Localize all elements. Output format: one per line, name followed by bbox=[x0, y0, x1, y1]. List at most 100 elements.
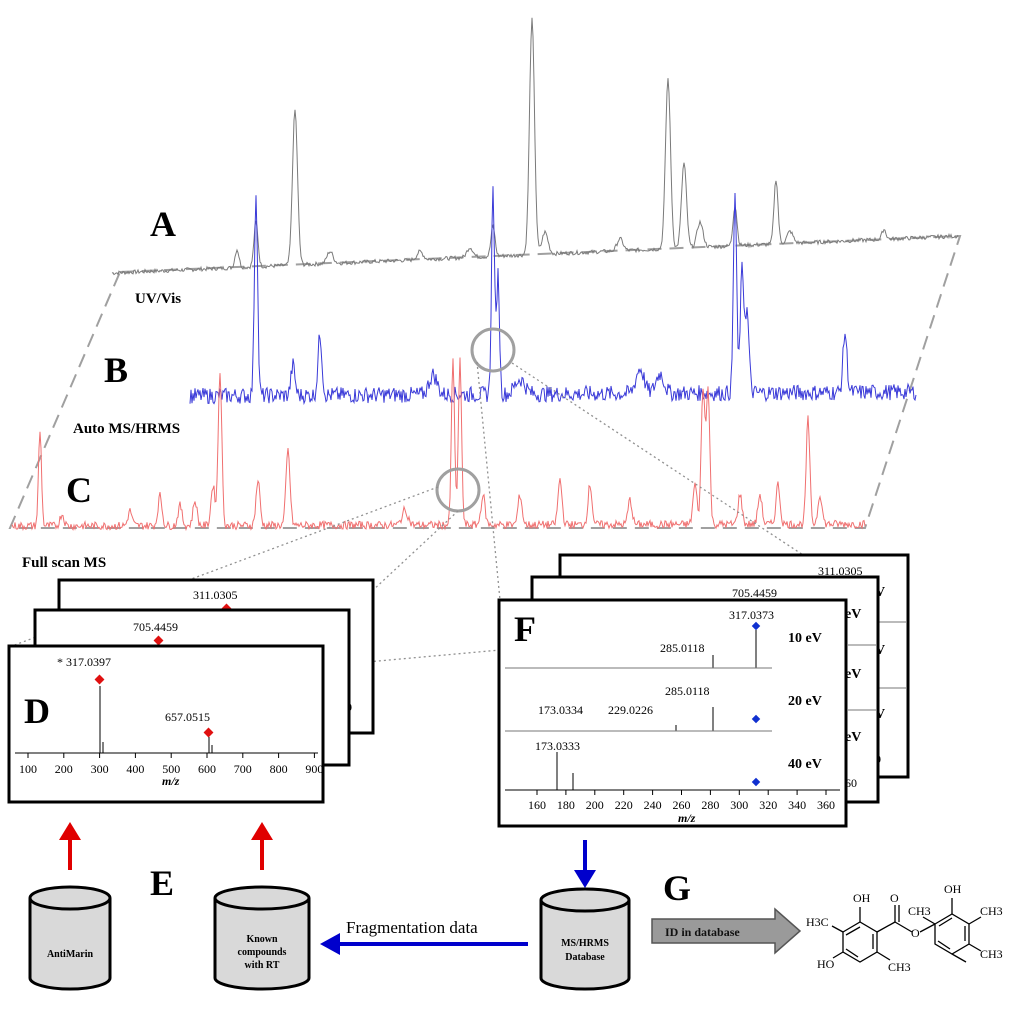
panel-f-stub-2: V bbox=[875, 643, 885, 658]
panel-d-back-marker-2 bbox=[153, 635, 164, 646]
label-a: A bbox=[150, 204, 176, 244]
label-f: F bbox=[514, 609, 536, 649]
known-label-2: compounds bbox=[238, 947, 287, 958]
fragmentation-arrow: Fragmentation data bbox=[320, 918, 528, 955]
panel-d-peak-317: * 317.0397 bbox=[57, 655, 111, 669]
uv-vis-trace bbox=[111, 17, 959, 276]
atom-oh-2: OH bbox=[944, 882, 962, 896]
antimarin-database: AntiMarin bbox=[28, 885, 112, 991]
panel-f-10ev-marker bbox=[751, 621, 761, 631]
atom-h3c: H3C bbox=[806, 915, 829, 929]
panel-f-stub-5: eV bbox=[845, 667, 861, 682]
panel-f-x-axis-label: m/z bbox=[678, 811, 696, 825]
atom-ch3-4: CH3 bbox=[980, 947, 1003, 961]
chromatogram-plane bbox=[8, 234, 962, 529]
panel-f-tick-label: 360 bbox=[817, 798, 835, 812]
molecule-structure bbox=[831, 898, 982, 963]
panel-f-tick-label: 180 bbox=[557, 798, 575, 812]
label-e: E bbox=[150, 863, 174, 903]
panel-d-x-axis-label: m/z bbox=[162, 774, 180, 788]
auto-ms-trace bbox=[189, 186, 917, 406]
panel-f-energy-20: 20 eV bbox=[788, 694, 822, 709]
panel-f-20ev-peak-285: 285.0118 bbox=[665, 684, 710, 698]
id-in-database-arrow: ID in database bbox=[651, 907, 802, 955]
panel-d-tick-label: 700 bbox=[234, 762, 252, 776]
red-arrow-right bbox=[251, 822, 273, 870]
panel-f-energy-40: 40 eV bbox=[788, 757, 822, 772]
molecule-atoms: OH OH H3C O O CH3 CH3 HO CH3 CH3 bbox=[806, 882, 1003, 974]
red-arrow-left bbox=[59, 822, 81, 870]
panel-f-20ev-peak-173: 173.0334 bbox=[538, 703, 583, 717]
id-in-database-label: ID in database bbox=[665, 925, 740, 939]
uv-vis-label: UV/Vis bbox=[135, 291, 181, 307]
full-scan-trace bbox=[11, 357, 866, 532]
known-label-1: Known bbox=[246, 934, 278, 945]
panel-f-tick-label: 240 bbox=[644, 798, 662, 812]
panel-d-front-card bbox=[7, 644, 325, 804]
atom-o-ester: O bbox=[911, 926, 920, 940]
fragmentation-label: Fragmentation data bbox=[346, 918, 478, 937]
panel-f-tick-label: 200 bbox=[586, 798, 604, 812]
panel-f-tick-label: 160 bbox=[528, 798, 546, 812]
panel-f-40ev-marker bbox=[751, 777, 761, 787]
panel-f-tick-label: 340 bbox=[788, 798, 806, 812]
label-g: G bbox=[663, 868, 691, 908]
panel-f-tick-label: 300 bbox=[730, 798, 748, 812]
panel-f-tick-label: 280 bbox=[701, 798, 719, 812]
auto-ms-label: Auto MS/HRMS bbox=[73, 421, 180, 437]
atom-ho: HO bbox=[817, 957, 835, 971]
panel-f-tick-label: 320 bbox=[759, 798, 777, 812]
panel-f-40ev-peak-173: 173.0333 bbox=[535, 739, 580, 753]
mshrms-label-1: MS/HRMS bbox=[561, 938, 609, 949]
label-c: C bbox=[66, 470, 92, 510]
label-d: D bbox=[24, 691, 50, 731]
panel-f-back-peak-1: 311.0305 bbox=[818, 564, 863, 578]
atom-ch3-3: CH3 bbox=[888, 960, 911, 974]
panel-f-10ev-peak-317: 317.0373 bbox=[729, 608, 774, 622]
selection-circle-c bbox=[435, 467, 481, 513]
panel-d-marker-657 bbox=[203, 727, 214, 738]
panel-f-stub-4: eV bbox=[845, 607, 861, 622]
atom-o-carbonyl: O bbox=[890, 891, 899, 905]
panel-d-back-peak-1: 311.0305 bbox=[193, 588, 238, 602]
panel-d-marker-317 bbox=[94, 674, 105, 685]
panel-d: 311.0305 0 705.4459 0 D * 317.0397 657.0… bbox=[7, 578, 375, 804]
panel-f-tick-label: 220 bbox=[615, 798, 633, 812]
panel-d-peak-657: 657.0515 bbox=[165, 710, 210, 724]
panel-f-stub-1: V bbox=[875, 585, 885, 600]
panel-f: 311.0305 V V V 0 705.4459 eV eV eV 60 F … bbox=[497, 553, 910, 828]
panel-d-tick-label: 200 bbox=[55, 762, 73, 776]
blue-arrow-down bbox=[574, 840, 596, 888]
panel-f-back-peak-2: 705.4459 bbox=[732, 586, 777, 600]
panel-d-tick-label: 100 bbox=[19, 762, 37, 776]
panel-f-20ev-peak-229: 229.0226 bbox=[608, 703, 653, 717]
panel-d-back-peak-2: 705.4459 bbox=[133, 620, 178, 634]
atom-ch3-2: CH3 bbox=[980, 904, 1003, 918]
mshrms-label-2: Database bbox=[565, 952, 605, 963]
panel-f-stub-6: eV bbox=[845, 730, 861, 745]
panel-f-ticks: 160 180 200 220 240 260 280 300 320 340 360 bbox=[528, 790, 835, 812]
known-label-3: with RT bbox=[245, 960, 280, 971]
panel-d-tick-label: 900 bbox=[305, 762, 323, 776]
panel-f-20ev-marker bbox=[751, 714, 761, 724]
selection-circle-b bbox=[470, 327, 516, 373]
panel-f-energy-10: 10 eV bbox=[788, 631, 822, 646]
panel-d-tick-label: 300 bbox=[91, 762, 109, 776]
mshrms-database: MS/HRMS Database bbox=[539, 887, 631, 991]
panel-f-stub-3: V bbox=[875, 707, 885, 722]
full-scan-label: Full scan MS bbox=[22, 555, 106, 571]
panel-d-tick-label: 500 bbox=[162, 762, 180, 776]
panel-f-tick-label: 260 bbox=[673, 798, 691, 812]
panel-f-stub-8: 60 bbox=[845, 776, 857, 790]
atom-oh-1: OH bbox=[853, 891, 871, 905]
known-compounds-database: Known compounds with RT bbox=[213, 885, 311, 991]
label-b: B bbox=[104, 350, 128, 390]
panel-f-10ev-peak-285: 285.0118 bbox=[660, 641, 705, 655]
panel-d-tick-label: 800 bbox=[270, 762, 288, 776]
panel-d-tick-label: 600 bbox=[198, 762, 216, 776]
atom-ch3-1: CH3 bbox=[908, 904, 931, 918]
antimarin-label: AntiMarin bbox=[47, 949, 94, 960]
